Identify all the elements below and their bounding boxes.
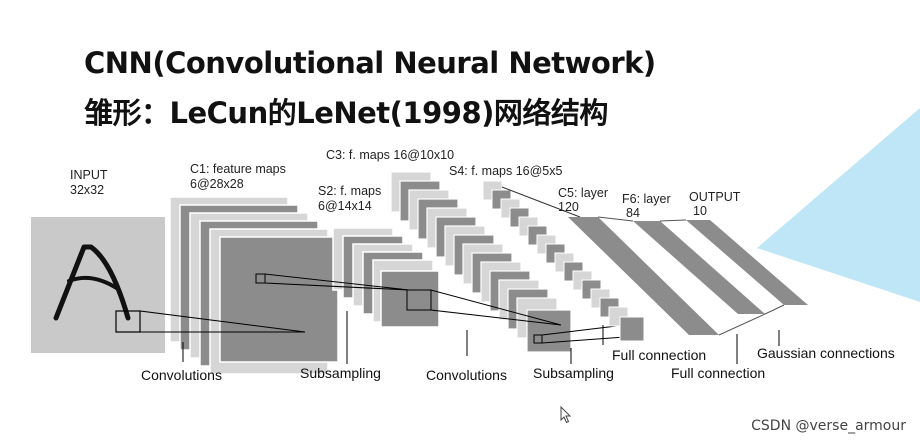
s4-label: S4: f. maps 16@5x5 [449,164,562,178]
op-label-gaussian-connections: Gaussian connections [757,345,895,361]
f6-output-link-bottom [764,304,785,315]
f6-layer [633,221,765,314]
s2-connection-wedge [264,273,410,291]
input-size-label: 32x32 [70,183,104,197]
c3-connection-wedge [430,289,562,326]
c5-layer [568,217,719,335]
output-layer [686,220,808,305]
op-label-subsampling-2: Subsampling [533,365,614,381]
operation-tick-marks [182,311,780,364]
f6-output-link-top [659,219,687,222]
watermark: CSDN @verse_armour [751,418,906,434]
output-label: OUTPUT [689,190,741,204]
input-image [31,217,165,353]
c5-f6-link-top [597,216,634,222]
s2-size-label: 6@14x14 [318,199,372,213]
op-label-convolutions-1: Convolutions [141,367,222,383]
input-label: INPUT [70,168,108,182]
s4-connection-line-top [541,324,626,336]
c3-subsample-window [533,334,543,344]
c5-label: C5: layer [558,186,608,200]
op-label-convolutions-2: Convolutions [426,367,507,383]
s4-connection-line-bottom [541,336,626,344]
input-letter-a-bar [67,275,120,291]
s4-feature-maps [482,180,645,342]
c3-feature-maps [390,171,572,353]
decorative-triangle [757,108,920,302]
op-label-subsampling-1: Subsampling [300,365,381,381]
c3-label: C3: f. maps 16@10x10 [326,148,454,162]
slide-title-line-2: 雏形：LeCun的LeNet(1998)网络结构 [84,96,608,130]
f6-label: F6: layer [622,192,671,206]
c1-connection-wedge [139,310,306,333]
slide-title-line-1: CNN(Convolutional Neural Network) [84,46,656,80]
op-label-full-connection-2: Full connection [671,365,765,381]
c1-feature-maps [169,196,339,375]
mouse-pointer-icon [560,406,572,424]
c5-connection-line [501,186,581,218]
output-size-label: 10 [693,204,707,218]
s2-feature-maps [332,227,440,328]
s2-label: S2: f. maps [318,184,381,198]
c1-size-label: 6@28x28 [190,177,244,191]
input-letter-a [53,244,131,321]
c5-f6-link-bottom [718,313,766,336]
f6-size-label: 84 [626,206,640,220]
op-label-full-connection-1: Full connection [612,347,706,363]
c5-size-label: 120 [558,200,579,214]
c1-label: C1: feature maps [190,162,286,176]
